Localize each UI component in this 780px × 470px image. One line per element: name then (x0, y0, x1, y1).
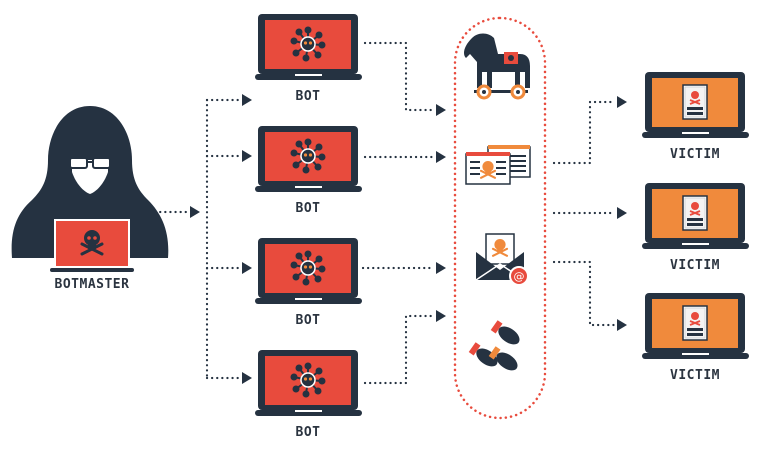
bot-laptop-3 (255, 238, 362, 304)
botmaster-hacker-icon (11, 106, 169, 272)
infected-document-icon (682, 195, 708, 231)
arrowheads-middle (436, 104, 446, 322)
envelope-skull-icon: @ (475, 233, 529, 286)
bot-laptop-1 (255, 14, 362, 80)
victim-laptop-2 (642, 183, 749, 249)
svg-text:@: @ (514, 270, 525, 283)
bot-laptop-4 (255, 350, 362, 416)
bot-label-4: BOT (295, 425, 321, 440)
infected-document-icon (682, 305, 708, 341)
arrowheads-right (617, 96, 627, 331)
trojan-horse-icon (464, 33, 530, 100)
browser-windows-skull-icon (465, 145, 531, 185)
bot-label-2: BOT (295, 201, 321, 216)
victim-label-3: VICTIM (670, 368, 720, 383)
connectors-bots-to-attacks (361, 41, 434, 385)
bombs-icon (468, 320, 520, 371)
botmaster-label: BOTMASTER (54, 277, 130, 292)
victim-laptop-1 (642, 72, 749, 138)
bot-label-3: BOT (295, 313, 321, 328)
victim-label-1: VICTIM (670, 147, 720, 162)
attack-methods-container (453, 16, 547, 420)
arrowheads-left (190, 94, 252, 384)
bot-laptop-2 (255, 126, 362, 192)
connectors-attacks-to-victims (552, 100, 617, 327)
bot-label-1: BOT (295, 89, 321, 104)
infected-document-icon (682, 84, 708, 120)
victim-label-2: VICTIM (670, 258, 720, 273)
victim-laptop-3 (642, 293, 749, 359)
connectors-botmaster-to-bots (148, 98, 242, 380)
